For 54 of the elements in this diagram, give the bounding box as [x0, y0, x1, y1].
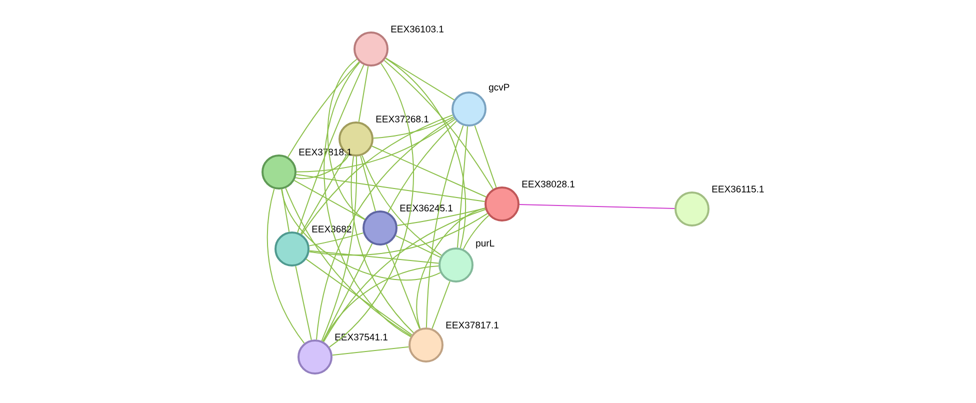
interaction-line [316, 118, 455, 340]
node-label: EEX37817.1 [446, 322, 498, 328]
interaction-line [432, 280, 450, 330]
protein-node: EEX38028.1 [484, 180, 574, 222]
interaction-line [456, 126, 468, 248]
interaction-line [266, 188, 305, 344]
interaction-line [372, 146, 487, 198]
interaction-line [297, 64, 364, 233]
interaction-line [462, 214, 490, 250]
node-label: purL [476, 240, 494, 248]
interaction-line [281, 188, 290, 232]
interaction-line [306, 258, 412, 336]
protein-node: EEX36115.1 [674, 186, 764, 226]
node-label: EEX36103.1 [391, 26, 444, 32]
interaction-line [321, 156, 358, 342]
node-label: gcvP [488, 84, 510, 92]
interaction-line [301, 114, 454, 235]
interaction-line [285, 188, 412, 336]
protein-node: gcvP [452, 84, 510, 126]
interaction-line [308, 213, 488, 256]
interaction-line [360, 155, 376, 212]
interaction-line [474, 125, 497, 188]
interaction-line [416, 208, 486, 329]
interaction-line [295, 266, 312, 340]
interaction-line [385, 58, 466, 249]
interaction-line [295, 154, 350, 180]
interaction-line [384, 60, 494, 190]
node-label: EEX38028.1 [522, 180, 574, 188]
interaction-line [385, 58, 455, 100]
interaction-line [287, 61, 360, 158]
interaction-line [296, 118, 456, 172]
interaction-line [350, 156, 414, 334]
interaction-line [281, 188, 441, 280]
interaction-line [322, 243, 373, 342]
interaction-line [296, 174, 486, 202]
interaction-line [519, 204, 676, 210]
interaction-line [308, 232, 364, 246]
interaction-line [386, 244, 420, 330]
interaction-line [358, 66, 369, 122]
interaction-line [332, 346, 410, 356]
interaction-line [388, 120, 457, 213]
interaction-line [327, 58, 366, 220]
interaction-line [426, 125, 464, 328]
interaction-line [294, 180, 366, 220]
interaction-line [308, 250, 440, 264]
interaction-line [362, 154, 442, 256]
interaction-line [322, 265, 440, 342]
protein-node: EEX37817.1 [408, 322, 498, 362]
interaction-line [323, 209, 486, 342]
interaction-line [300, 154, 348, 234]
protein-node: purL [438, 240, 494, 282]
node-label: EEX36115.1 [712, 186, 764, 192]
protein-node: EEX36103.1 [354, 26, 444, 66]
interaction-line [395, 235, 441, 258]
